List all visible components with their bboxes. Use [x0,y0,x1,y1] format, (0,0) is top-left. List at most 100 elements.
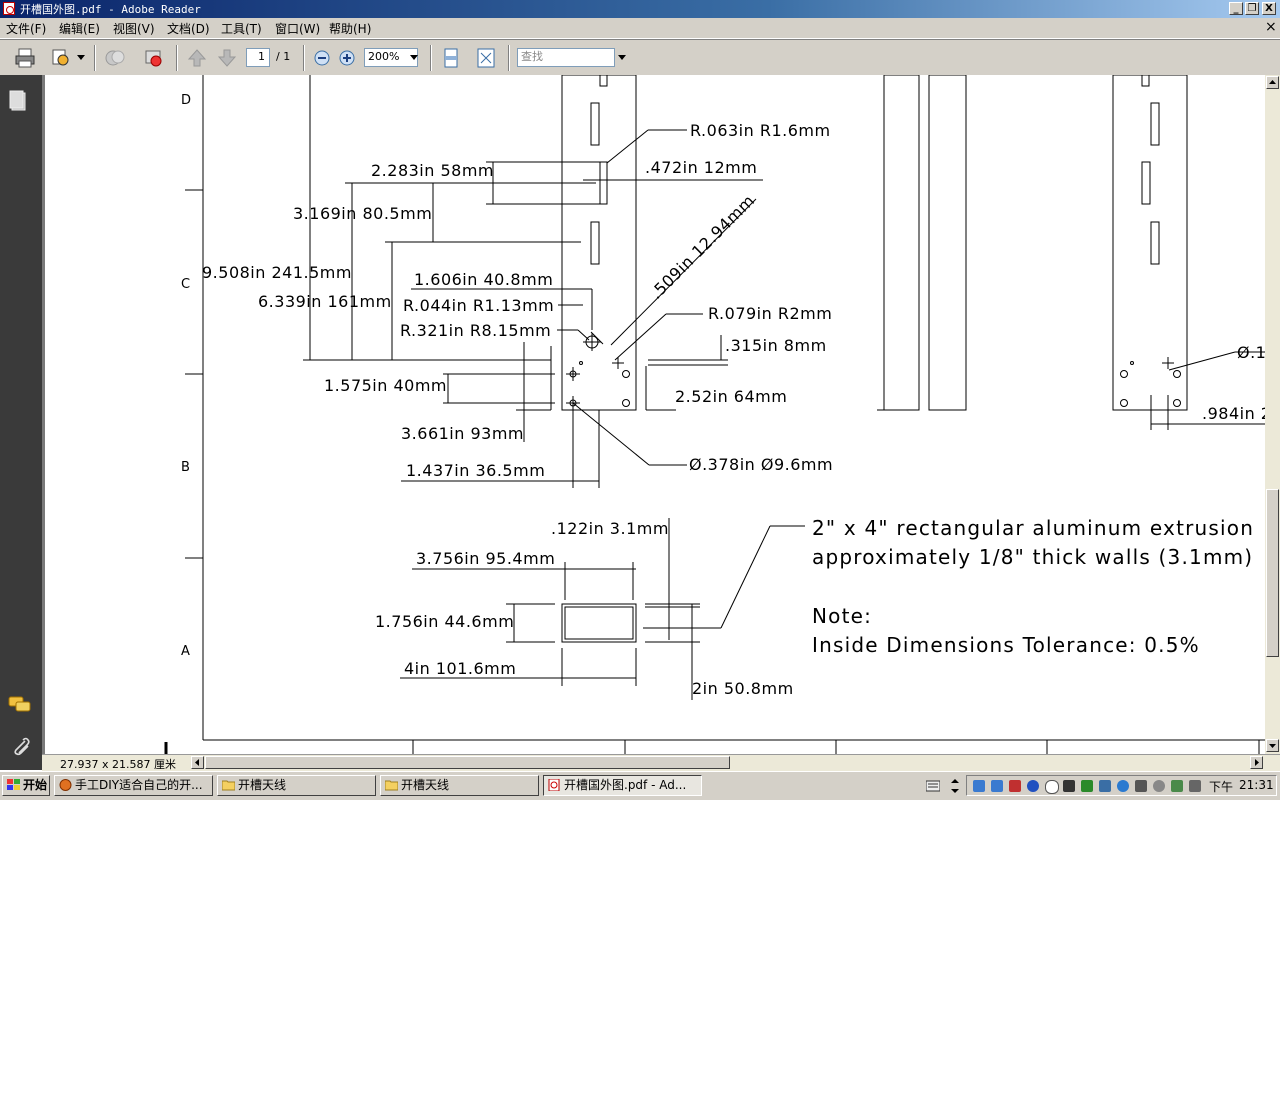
attachment-icon[interactable] [9,736,31,758]
scroll-left-button[interactable] [191,756,204,769]
fit-page-icon[interactable] [475,47,497,69]
update-icon[interactable] [1153,780,1165,792]
dimension-label: R.044in R1.13mm [403,296,554,315]
page-size-label: 27.937 x 21.587 厘米 [60,758,176,771]
dimension-label: .315in 8mm [725,336,827,355]
task-label: 开槽国外图.pdf - Ad... [564,778,687,792]
dimension-label: .472in 12mm [645,158,757,177]
horizontal-scroll-thumb[interactable] [205,756,730,769]
taskbar: 开始 手工DIY适合自己的开... 开槽天线 开槽天线 开槽国外图.pdf - … [0,771,1280,800]
comments-icon[interactable] [8,695,32,715]
restore-button[interactable]: ❐ [1245,2,1259,15]
menu-document[interactable]: 文档(D) [167,22,210,36]
dimension-label: R.063in R1.6mm [690,121,831,140]
menu-bar: 文件(F) 编辑(E) 视图(V) 文档(D) 工具(T) 窗口(W) 帮助(H… [0,18,1280,39]
dimension-label: 1.756in 44.6mm [375,612,514,631]
network-icon[interactable] [973,780,985,792]
volume-icon[interactable] [1135,780,1147,792]
toolbar-separator [94,45,96,71]
fit-width-icon[interactable] [440,47,462,69]
dimension-label: 2in 50.8mm [692,679,794,698]
pages-icon[interactable] [9,90,29,112]
keyboard-icon[interactable] [926,780,940,792]
zoom-in-icon[interactable] [336,47,358,69]
row-label: D [181,93,192,108]
grid-app-icon[interactable] [1063,780,1075,792]
toolbar-separator [508,45,510,71]
search-input[interactable]: 查找 [517,48,615,67]
bluetooth-icon[interactable] [1027,780,1039,792]
menu-file[interactable]: 文件(F) [6,22,47,36]
clock[interactable]: 21:31 [1239,778,1274,792]
clock-app-icon[interactable] [1045,780,1059,794]
menu-edit[interactable]: 编辑(E) [59,22,100,36]
folder-icon [222,780,235,791]
windows-logo-icon [7,779,20,790]
dimension-label: 6.339in 161mm [258,292,392,311]
close-button[interactable]: X [1262,2,1276,15]
dimension-label: 2.52in 64mm [675,387,787,406]
dimension-label: .122in 3.1mm [551,519,669,538]
dimension-label: 3.661in 93mm [401,424,524,443]
document-view[interactable]: D C B A R.063in R1.6mm 2.283in 58mm .472… [42,75,1265,754]
zoom-out-icon[interactable] [311,47,333,69]
taskbar-item-folder[interactable]: 开槽天线 [217,775,376,796]
pdf-icon [548,779,560,791]
row-label: B [181,460,190,475]
page-number-input[interactable]: 1 [246,48,270,67]
taskbar-item-folder[interactable]: 开槽天线 [380,775,539,796]
row-label: C [181,277,191,292]
scroll-up-button[interactable] [1266,76,1279,89]
taskbar-item-adobe-reader[interactable]: 开槽国外图.pdf - Ad... [543,775,702,796]
menu-help[interactable]: 帮助(H) [329,22,372,36]
dimension-label: 3.169in 80.5mm [293,204,432,223]
menu-tools[interactable]: 工具(T) [221,22,262,36]
next-page-icon[interactable] [216,47,238,69]
expand-arrows-icon[interactable] [950,777,960,795]
toolbar-separator [303,45,305,71]
antenna-icon[interactable] [1081,780,1093,792]
dimension-label: 9.508in 241.5mm [202,263,352,282]
menu-window[interactable]: 窗口(W) [275,22,321,36]
zoom-select[interactable]: 200% [364,48,418,67]
menu-view[interactable]: 视图(V) [113,22,155,36]
document-close-button[interactable]: × [1265,19,1277,35]
scroll-right-button[interactable] [1250,756,1263,769]
print-icon[interactable] [14,47,36,69]
globe-icon[interactable] [1117,780,1129,792]
minimize-button[interactable]: _ [1229,2,1243,15]
network-icon[interactable] [991,780,1003,792]
chevron-down-icon[interactable] [77,55,85,61]
dimension-label: 4in 101.6mm [404,659,516,678]
taskbar-item-browser[interactable]: 手工DIY适合自己的开... [54,775,213,796]
status-bar: 27.937 x 21.587 厘米 [42,754,1280,771]
sync-icon[interactable] [1171,780,1183,792]
window-title: 开槽国外图.pdf - Adobe Reader [20,3,201,16]
print-setup-icon[interactable] [50,47,72,69]
dimension-label: 2.283in 58mm [371,161,494,180]
scroll-thumb[interactable] [1266,489,1279,657]
task-label: 手工DIY适合自己的开... [75,778,203,792]
phone-icon[interactable] [1189,780,1201,792]
technical-drawing: D C B A R.063in R1.6mm 2.283in 58mm .472… [164,75,1265,754]
note-text: 2" x 4" rectangular aluminum extrusion [812,516,1254,540]
scroll-down-button[interactable] [1266,739,1279,752]
chevron-down-icon[interactable] [618,55,626,61]
navigation-panel [0,75,42,770]
note-text: Note: [812,604,872,628]
chevron-down-icon[interactable] [410,55,418,61]
shield-icon[interactable] [1099,780,1111,792]
network-disconnected-icon[interactable] [1009,780,1021,792]
previous-page-icon[interactable] [186,47,208,69]
tube-cross-section [561,603,637,643]
note-text: approximately 1/8" thick walls (3.1mm) [812,545,1253,569]
dimension-label: Ø.378in Ø9.6mm [689,455,833,474]
task-label: 开槽天线 [238,778,287,792]
task-label: 开槽天线 [401,778,450,792]
sign-icon[interactable] [143,47,165,69]
start-button[interactable]: 开始 [2,775,50,796]
toolbar-separator [176,45,178,71]
collaborate-icon[interactable] [104,47,126,69]
dimension-label: .509in 12.94mm [646,191,758,303]
vertical-scrollbar[interactable] [1265,75,1280,754]
